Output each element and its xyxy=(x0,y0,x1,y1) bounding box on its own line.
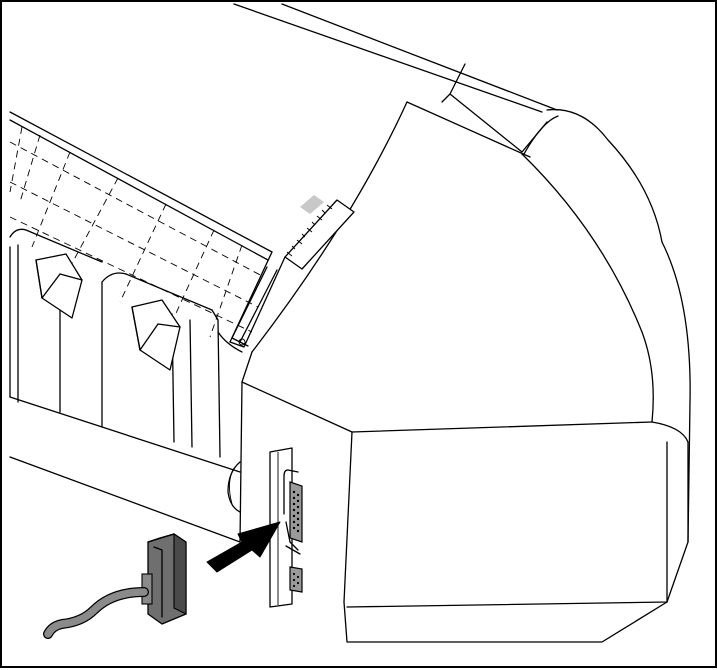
printer-top-cover xyxy=(233,3,663,243)
knob xyxy=(227,461,241,513)
insert-direction-arrow xyxy=(206,521,281,573)
cable xyxy=(43,587,149,639)
paper-scale xyxy=(229,195,355,348)
interface-panel xyxy=(269,447,293,608)
paper-guides xyxy=(9,228,243,543)
tractor-clip-right xyxy=(131,299,181,371)
parallel-cable-connector xyxy=(141,532,187,625)
serial-port xyxy=(289,566,303,593)
tractor-clip-left xyxy=(35,253,83,319)
printer-body-right xyxy=(239,101,691,643)
parallel-interface-port xyxy=(283,469,303,555)
